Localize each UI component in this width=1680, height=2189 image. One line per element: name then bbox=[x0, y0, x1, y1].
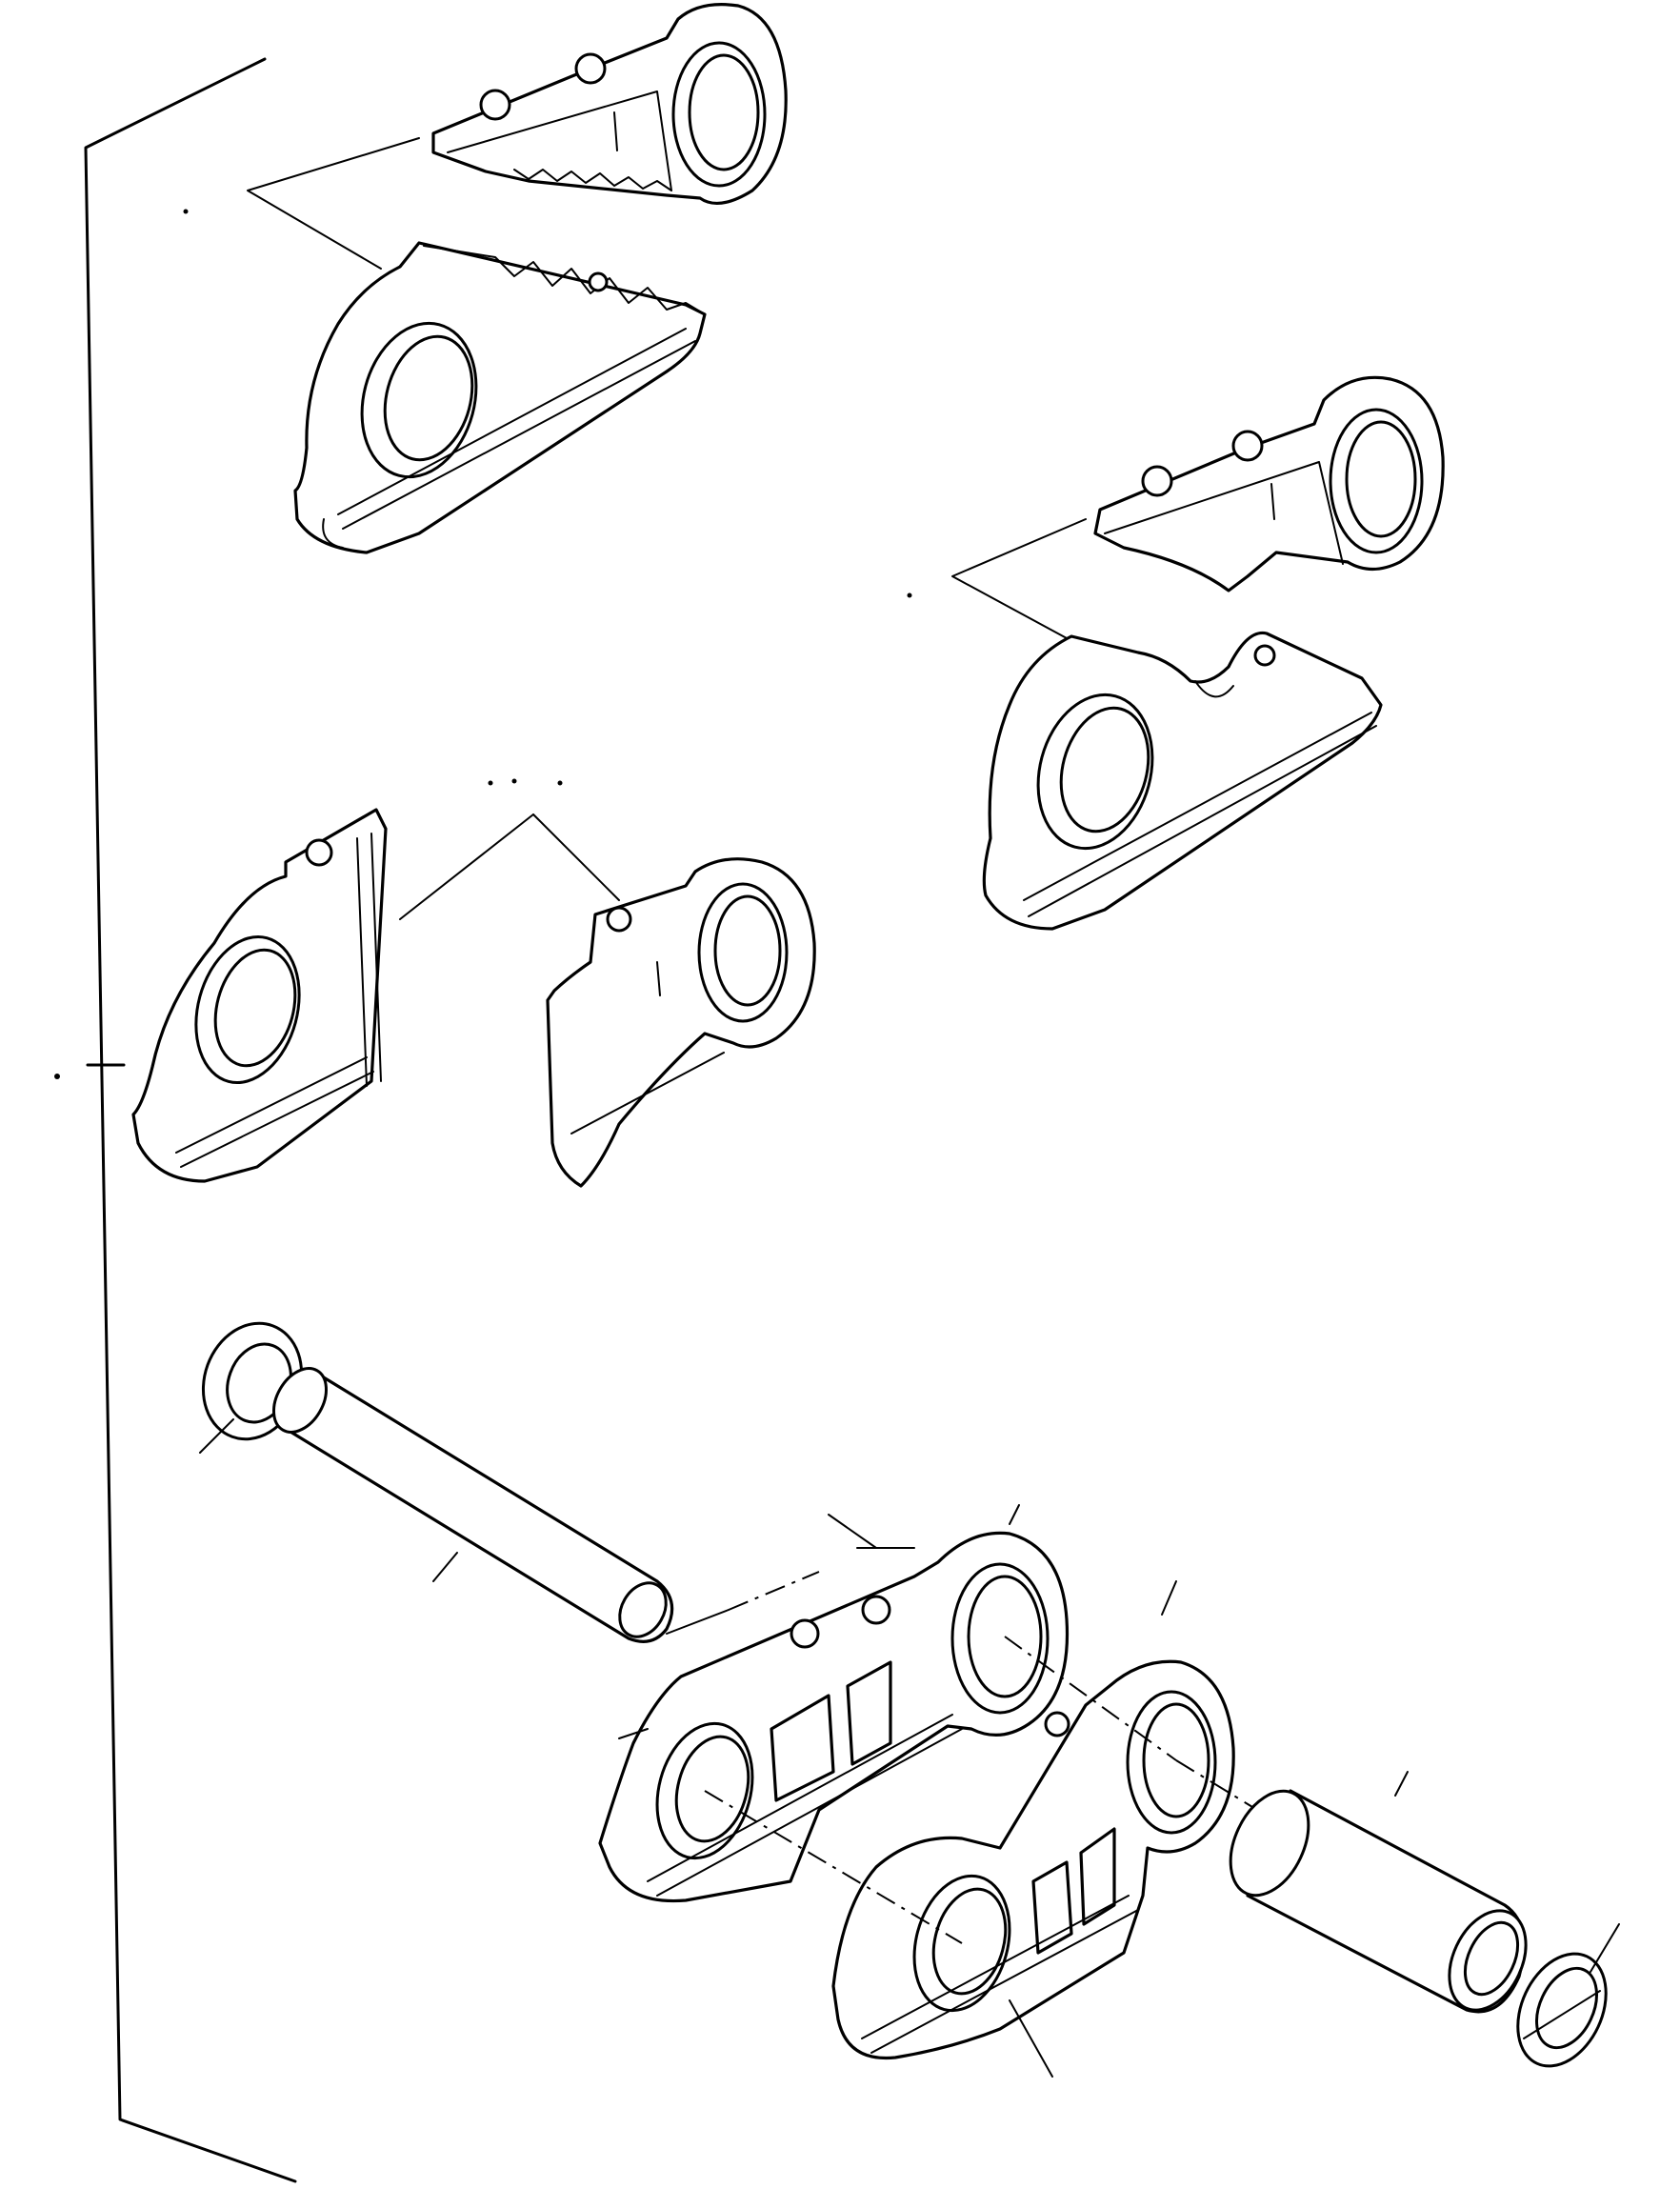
leader-toothed bbox=[183, 137, 420, 270]
leader-wedge bbox=[907, 518, 1087, 639]
pin-leader bbox=[666, 1514, 915, 1635]
bushing bbox=[1229, 1771, 1528, 2014]
master-link-toothed-upper bbox=[431, 3, 788, 206]
leader-split bbox=[399, 778, 620, 920]
group-bracket bbox=[54, 57, 297, 2183]
master-link-toothed-lower bbox=[293, 241, 707, 554]
seal-ring-right bbox=[1516, 1923, 1620, 2068]
track-pin bbox=[272, 1367, 674, 1643]
master-link-wedge-lower bbox=[982, 631, 1383, 931]
center-lines bbox=[704, 1504, 1258, 1944]
master-link-wedge-upper bbox=[1093, 375, 1445, 592]
split-link-right bbox=[546, 857, 816, 1188]
track-link-left bbox=[598, 1531, 1070, 1903]
split-link-left bbox=[131, 808, 388, 1183]
